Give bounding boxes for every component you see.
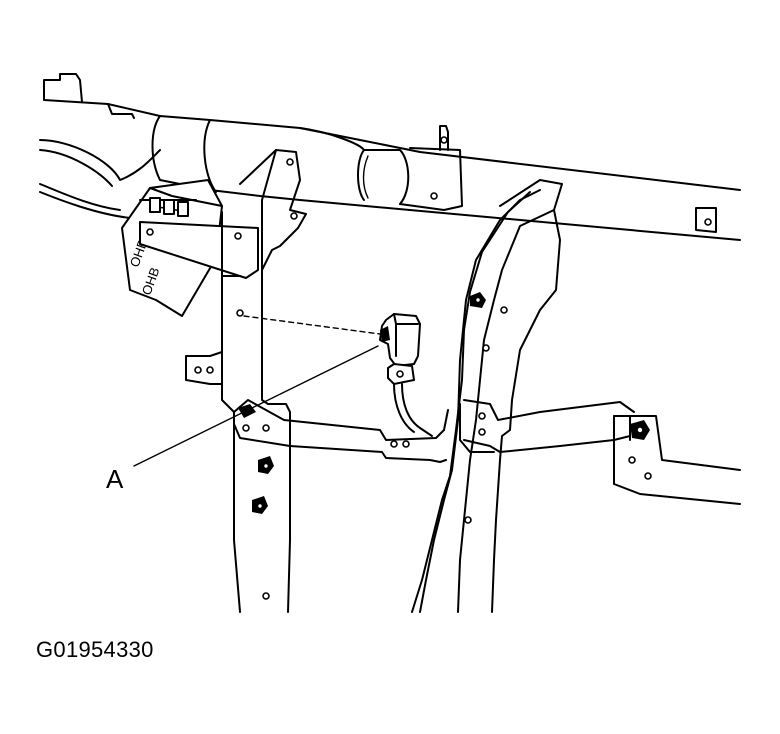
lower-cross-member	[233, 399, 449, 463]
callout-label: A	[106, 464, 124, 494]
figure-code: G01954330	[36, 637, 154, 662]
right-side-arm	[459, 399, 741, 505]
bolt	[470, 292, 486, 308]
right-stay-bracket	[411, 179, 563, 613]
callout-a: A	[106, 345, 379, 494]
bolt	[630, 420, 650, 440]
upper-cross-beam	[43, 73, 741, 241]
relay-module: OHB OHB	[121, 179, 259, 317]
sensor-assembly	[243, 313, 433, 437]
bolt	[258, 456, 274, 474]
alignment-dashed-line	[243, 315, 381, 335]
wire-harness-tube	[39, 115, 463, 219]
bolt	[252, 496, 268, 514]
callout-leader-line	[133, 345, 379, 467]
